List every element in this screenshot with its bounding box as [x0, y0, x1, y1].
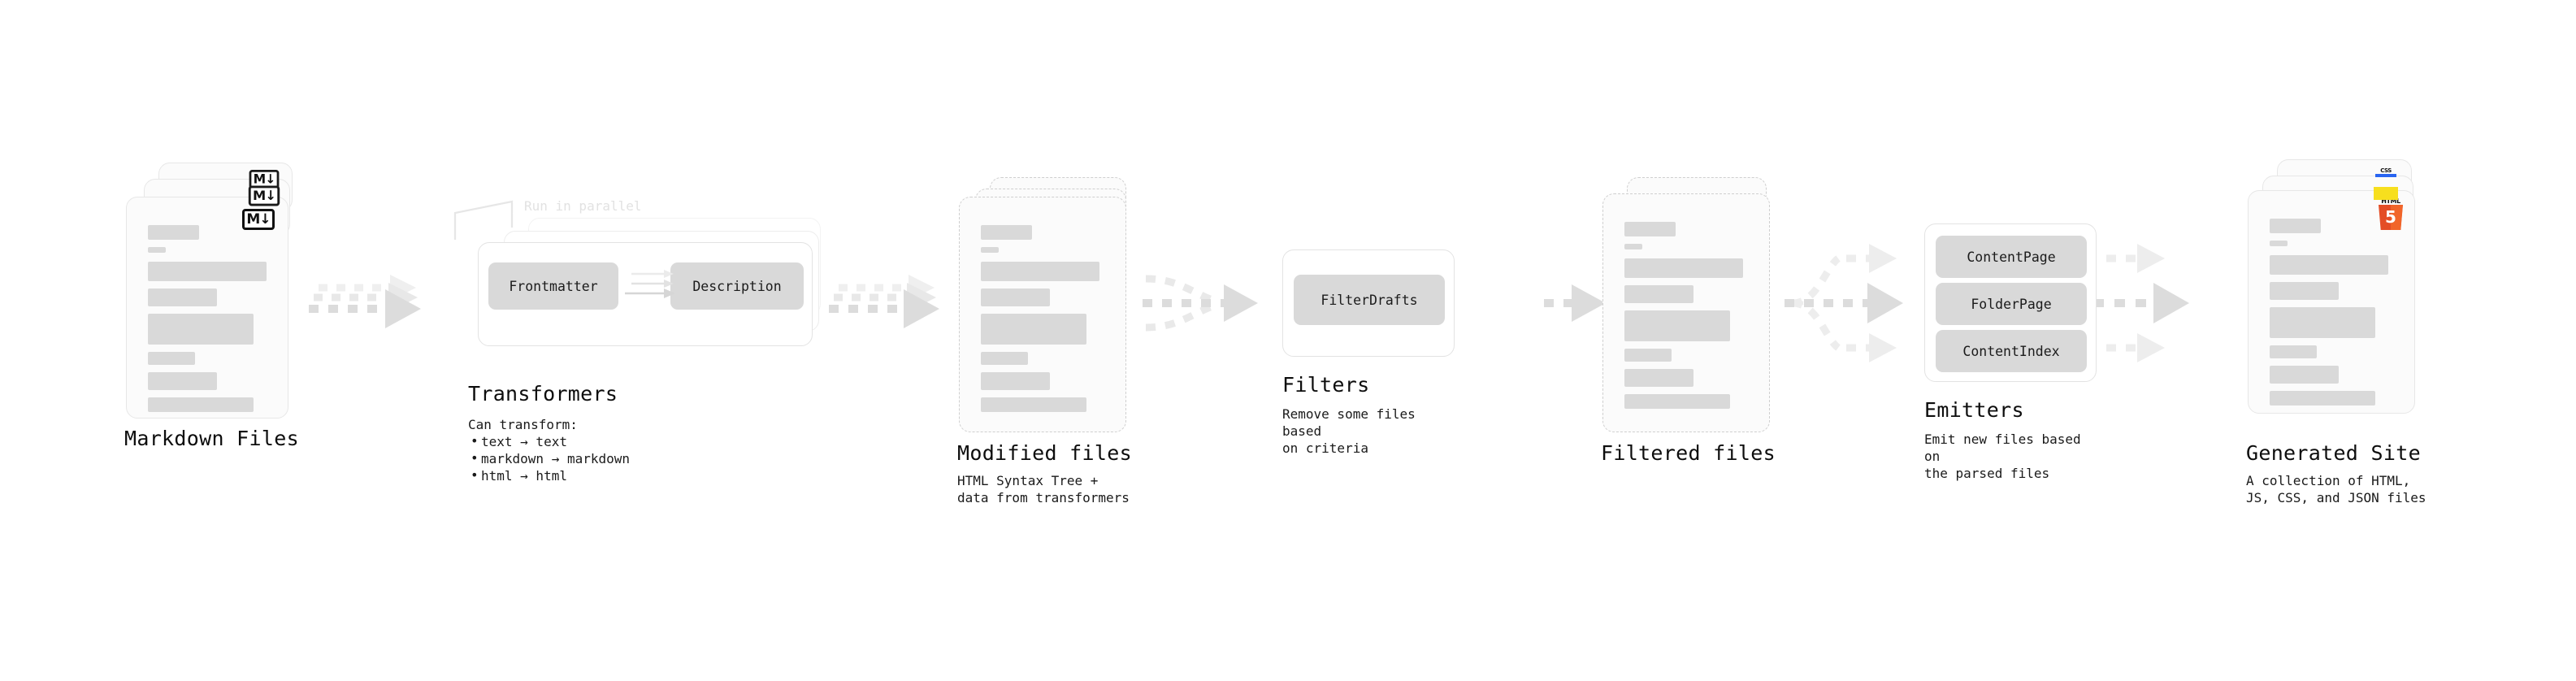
stage-generated-site: CSS HTML 5: [2246, 159, 2451, 505]
transformers-bullet-0: text → text: [468, 432, 630, 450]
connector-md-to-transformers: [309, 275, 421, 328]
transformer-chip-frontmatter[interactable]: Frontmatter: [488, 262, 618, 310]
stage-title-filters: Filters: [1282, 373, 1370, 397]
transformer-chip-description[interactable]: Description: [670, 262, 804, 310]
markdown-file-stack: M↓ M↓ M↓: [126, 163, 313, 423]
css3-badge-label: CSS: [2380, 167, 2392, 174]
css3-badge: CSS: [2375, 167, 2396, 178]
transformers-bullet-2: html → html: [468, 466, 630, 484]
stage-title-transformers: Transformers: [468, 382, 618, 406]
generated-site-subtitle: A collection of HTML, JS, CSS, and JSON …: [2246, 473, 2426, 505]
connector-filtered-to-emitters: [1785, 244, 1903, 362]
site-placeholder-lines: [2270, 219, 2388, 413]
emitter-chip-contentpage[interactable]: ContentPage: [1936, 236, 2087, 278]
connector-transformers-to-modified: [829, 275, 939, 328]
run-in-parallel-note: Run in parallel: [524, 198, 642, 214]
stage-title-generated-site: Generated Site: [2246, 441, 2421, 465]
emitter-chip-folderpage[interactable]: FolderPage: [1936, 283, 2087, 325]
emitters-subtitle: Emit new files based on the parsed files: [1924, 432, 2081, 481]
html5-badge-label: HTML: [2381, 197, 2400, 205]
html5-shield: 5: [2379, 205, 2403, 230]
markdown-badge-back-2: M↓: [248, 185, 280, 206]
modified-placeholder-lines: [981, 225, 1099, 419]
stage-markdown-files: M↓ M↓ M↓ Markdown Files: [124, 163, 313, 450]
filtered-placeholder-lines: [1624, 222, 1743, 416]
filters-group: FilterDrafts: [1282, 249, 1455, 357]
markdown-badge-back-3: M↓: [249, 170, 280, 189]
filters-subtitle: Remove some files based on criteria: [1282, 406, 1416, 456]
stage-title-markdown-files: Markdown Files: [124, 427, 299, 450]
transformer-group-front: Frontmatter Description: [478, 242, 813, 346]
modified-sheet-front: [959, 197, 1126, 432]
javascript-badge: [2374, 187, 2398, 200]
stage-title-modified-files: Modified files: [957, 441, 1132, 465]
stage-transformers: Run in parallel Frontmatter Description: [455, 195, 845, 484]
html5-badge-number: 5: [2385, 206, 2396, 227]
filtered-sheet-front: [1602, 193, 1770, 432]
transformers-subtitle: Can transform:: [468, 417, 578, 432]
css3-badge-bar: [2375, 174, 2396, 177]
transformers-bullet-list: text → text markdown → markdown html → h…: [468, 432, 630, 484]
modified-file-stack: [959, 177, 1146, 437]
markdown-placeholder-lines: [148, 225, 267, 419]
stage-title-filtered-files: Filtered files: [1601, 441, 1776, 465]
filtered-file-stack: [1602, 177, 1789, 437]
modified-files-subtitle: HTML Syntax Tree + data from transformer…: [957, 473, 1130, 505]
connector-modified-to-filters: [1143, 275, 1258, 332]
emitters-group: ContentPage FolderPage ContentIndex: [1924, 223, 2097, 382]
stage-filtered-files: Filtered files: [1601, 177, 1789, 465]
markdown-badge: M↓: [242, 209, 275, 230]
generated-site-stack: CSS HTML 5: [2248, 159, 2451, 427]
connector-filters-to-filtered: [1544, 284, 1606, 322]
stage-modified-files: Modified files HTML Syntax Tree + data f…: [957, 177, 1146, 505]
site-sheet-front: HTML 5: [2248, 190, 2415, 414]
filters-chip-filterdrafts[interactable]: FilterDrafts: [1294, 275, 1445, 325]
stage-title-emitters: Emitters: [1924, 398, 2024, 422]
stage-filters: FilterDrafts Filters Remove some files b…: [1282, 249, 1455, 456]
html5-badge: HTML 5: [2377, 197, 2405, 230]
stage-emitters: ContentPage FolderPage ContentIndex Emit…: [1924, 223, 2097, 481]
transformer-stack: Frontmatter Description: [455, 195, 845, 346]
transformers-bullet-1: markdown → markdown: [468, 449, 630, 467]
markdown-sheet-front: M↓: [126, 197, 288, 419]
emitter-chip-contentindex[interactable]: ContentIndex: [1936, 330, 2087, 372]
